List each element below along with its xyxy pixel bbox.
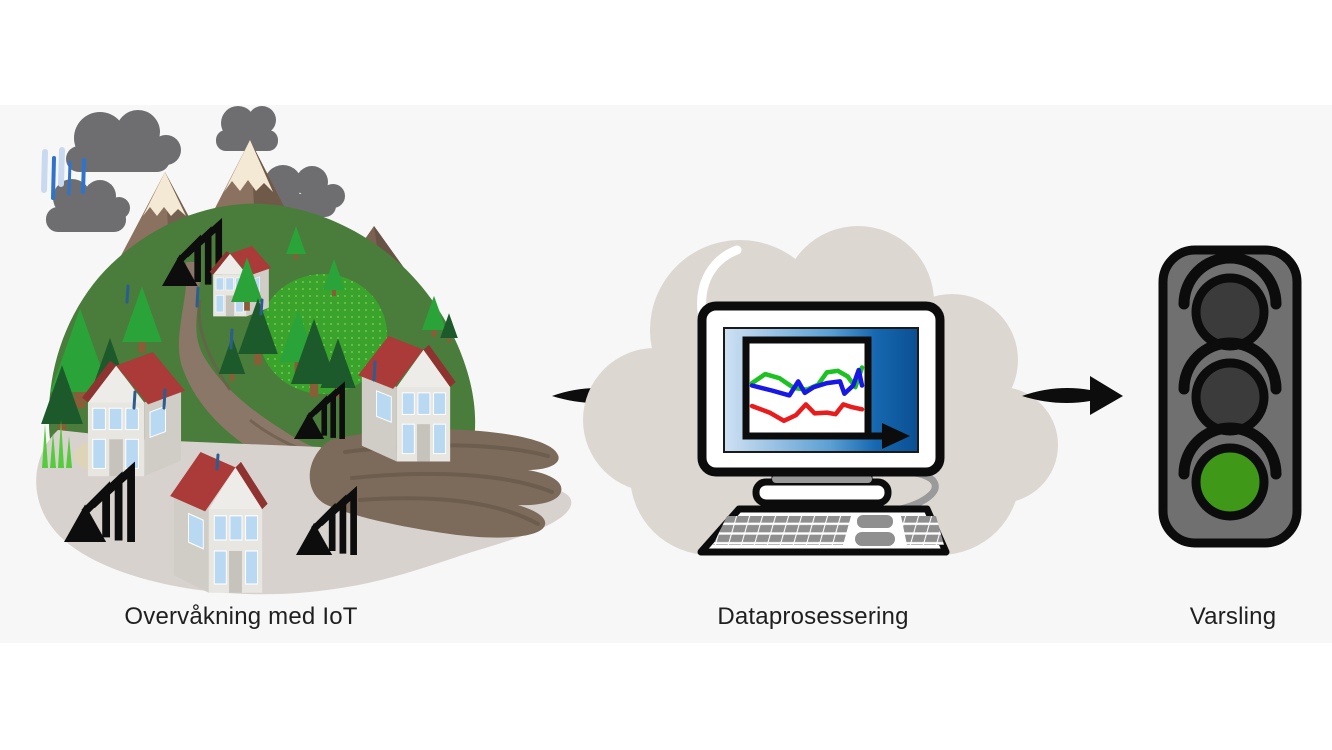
storm-cloud (216, 106, 278, 151)
stage-monitoring-illustration (36, 106, 572, 595)
chart-axis-arrowhead (882, 423, 910, 449)
chart-series-red (749, 402, 865, 424)
traffic-light-icon (1158, 245, 1302, 548)
keyboard (697, 505, 950, 556)
desktop-computer-icon (697, 301, 950, 556)
keyboard-numpad (901, 516, 944, 545)
bright-knoll (259, 274, 387, 394)
storm-cloud (66, 110, 181, 172)
monitor (697, 301, 945, 477)
valley-ground (36, 430, 572, 595)
snow-cap (143, 172, 186, 216)
mini-line-chart (749, 365, 865, 424)
stage-processing-label: Dataprosessering (717, 603, 909, 630)
flow-arrow-icon (1022, 376, 1123, 415)
storm-cloud (46, 179, 130, 232)
keyboard-keys (713, 516, 851, 545)
traffic-lamp-green-on (1191, 443, 1269, 521)
grass-tuft (42, 420, 72, 468)
stage-monitoring-label: Overvåkning med IoT (124, 603, 358, 630)
traffic-lamp-red-off (1191, 273, 1269, 351)
snow-cap (224, 140, 273, 192)
rain-dashes (125, 284, 377, 471)
stage-processing-illustration (583, 226, 1058, 556)
stage-alerting-label: Varsling (1189, 603, 1277, 630)
cloud-highlight (697, 245, 742, 317)
chart-series-blue (749, 367, 865, 398)
landslide-mudflow (309, 429, 562, 538)
traffic-lamp-yellow-off (1191, 358, 1269, 436)
